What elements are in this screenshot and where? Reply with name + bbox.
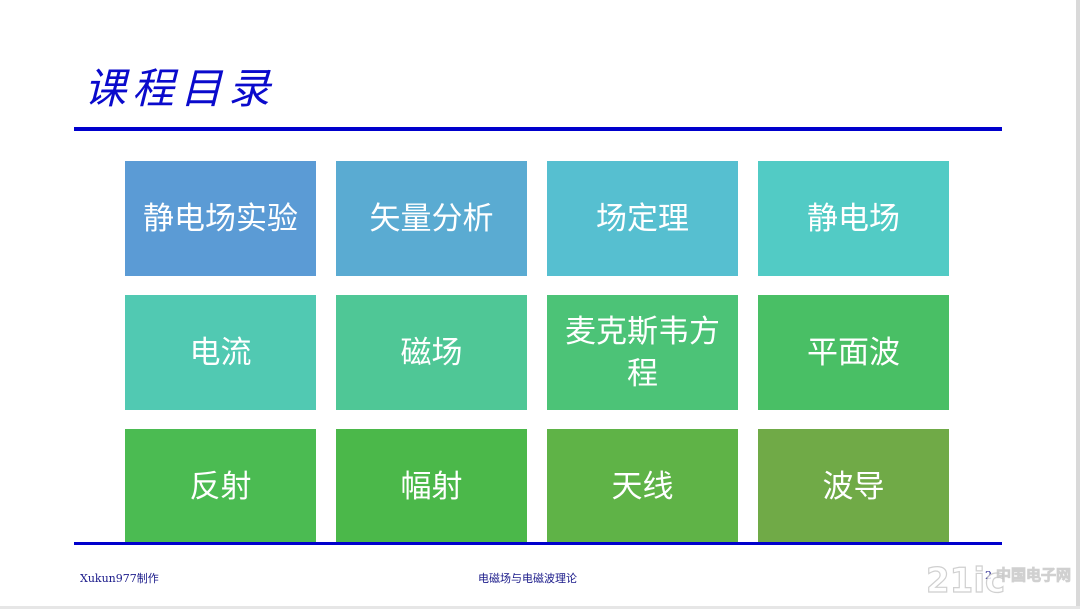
window-edge-right — [1076, 0, 1080, 609]
footer-divider — [74, 542, 1002, 545]
topic-tile-vector-analysis[interactable]: 矢量分析 — [336, 161, 527, 276]
topic-grid: 静电场实验 矢量分析 场定理 静电场 电流 磁场 麦克斯韦方程 平面波 反射 幅… — [125, 161, 949, 544]
topic-tile-maxwell-equations[interactable]: 麦克斯韦方程 — [547, 295, 738, 410]
topic-tile-plane-wave[interactable]: 平面波 — [758, 295, 949, 410]
footer-author: Xukun977制作 — [80, 572, 159, 585]
topic-tile-electrostatic-field[interactable]: 静电场 — [758, 161, 949, 276]
window-edge-bottom — [0, 606, 1080, 609]
topic-tile-electrostatics-experiment[interactable]: 静电场实验 — [125, 161, 316, 276]
topic-tile-current[interactable]: 电流 — [125, 295, 316, 410]
footer-course-title: 电磁场与电磁波理论 — [478, 572, 577, 585]
watermark-logo: 21ic 中国电子网 — [926, 560, 1071, 601]
topic-tile-radiation[interactable]: 幅射 — [336, 429, 527, 544]
topic-tile-field-theorems[interactable]: 场定理 — [547, 161, 738, 276]
topic-tile-waveguide[interactable]: 波导 — [758, 429, 949, 544]
title-underline — [74, 127, 1002, 131]
topic-tile-magnetic-field[interactable]: 磁场 — [336, 295, 527, 410]
svg-text:中国电子网: 中国电子网 — [996, 566, 1071, 584]
topic-tile-reflection[interactable]: 反射 — [125, 429, 316, 544]
topic-tile-antenna[interactable]: 天线 — [547, 429, 738, 544]
svg-text:21ic: 21ic — [926, 561, 1005, 601]
slide-title: 课程目录 — [84, 64, 277, 113]
page-number: 2 — [985, 569, 992, 582]
